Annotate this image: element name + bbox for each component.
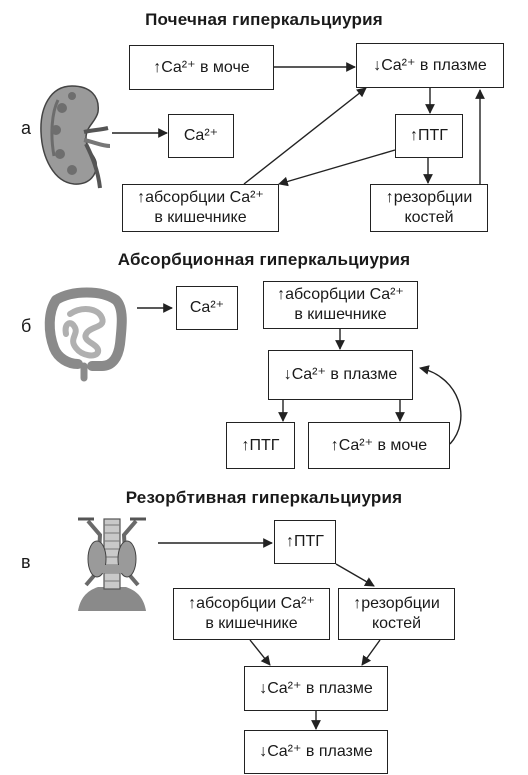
box-a-calcium-text: Ca²⁺ [183,127,219,144]
box-c-plasma-text: ↓Ca²⁺ в плазме [259,679,373,697]
box-c-intestinal-absorption: ↑абсорбции Ca²⁺ в кишечнике [173,588,330,640]
section-c-letter: в [21,552,31,572]
box-a-ptg: ↑ПТГ [395,114,463,158]
box-c-plasma-calcium: ↓Ca²⁺ в плазме [244,666,388,711]
box-b-plasma-text: ↓Ca²⁺ в плазме [283,366,398,383]
box-c-plasma-final-text: ↓Ca²⁺ в плазме [259,743,373,760]
intestine-icon [44,287,127,382]
box-a-bone-resorption: ↑резорбции костей [370,184,488,232]
box-a-intestinal-absorption: ↑абсорбции Ca²⁺ в кишечнике [122,184,279,232]
section-b-letter: б [21,316,32,336]
arrow-ptg-to-absorption [278,149,396,187]
box-a-absorption-line2: в кишечнике [154,209,247,226]
box-a-resorption-line1: ↑резорбции [385,189,473,206]
box-b-calcium: Ca²⁺ [176,286,238,330]
box-b-ptg: ↑ПТГ [226,422,295,469]
section-b-title: Абсорбционная гиперкальциурия [117,250,411,269]
arrow-absorption-to-plasma [243,87,367,185]
arrow-resorption-to-plasma-c [361,639,381,666]
box-b-plasma-calcium: ↓Ca²⁺ в плазме [268,350,413,400]
box-a-calcium: Ca²⁺ [168,114,234,158]
box-b-absorption-line2: в кишечнике [294,306,387,323]
box-a-resorption-line2: костей [404,209,454,226]
box-c-absorption-line2: в кишечнике [205,615,298,632]
box-c-plasma-calcium-final: ↓Ca²⁺ в плазме [244,730,388,774]
box-c-resorption-line1: ↑резорбции [353,595,440,612]
arrow-ptg-to-resorption-c [335,563,375,587]
box-a-urine-calcium: ↑Ca²⁺ в моче [129,45,274,90]
box-b-urine-text: ↑Ca²⁺ в моче [330,436,428,454]
thyroid-gland-icon [78,517,146,611]
box-c-absorption-line1: ↑абсорбции Ca²⁺ [188,595,315,612]
box-a-urine-text: ↑Ca²⁺ в моче [153,58,250,76]
box-b-ptg-text: ↑ПТГ [241,436,280,454]
box-a-plasma-calcium: ↓Ca²⁺ в плазме [356,43,504,88]
box-c-ptg-text: ↑ПТГ [286,533,324,550]
box-b-intestinal-absorption: ↑абсорбции Ca²⁺ в кишечнике [263,281,418,329]
section-a-letter: а [21,118,32,138]
box-b-absorption-line1: ↑абсорбции Ca²⁺ [277,286,404,303]
box-c-resorption-line2: костей [371,615,422,632]
section-c-title: Резорбтивная гиперкальциурия [125,488,403,507]
box-a-ptg-text: ↑ПТГ [410,127,448,144]
arrow-urine-to-plasma-b [419,365,462,445]
box-a-plasma-text: ↓Ca²⁺ в плазме [373,56,487,74]
box-a-absorption-line1: ↑абсорбции Ca²⁺ [137,189,264,206]
box-b-calcium-text: Ca²⁺ [189,299,225,316]
box-b-urine-calcium: ↑Ca²⁺ в моче [308,422,450,469]
box-c-bone-resorption: ↑резорбции костей [338,588,455,640]
kidney-icon [40,85,111,189]
section-a-title: Почечная гиперкальциурия [145,10,383,29]
box-c-ptg: ↑ПТГ [274,520,336,564]
arrow-absorption-to-plasma-c [249,639,271,666]
